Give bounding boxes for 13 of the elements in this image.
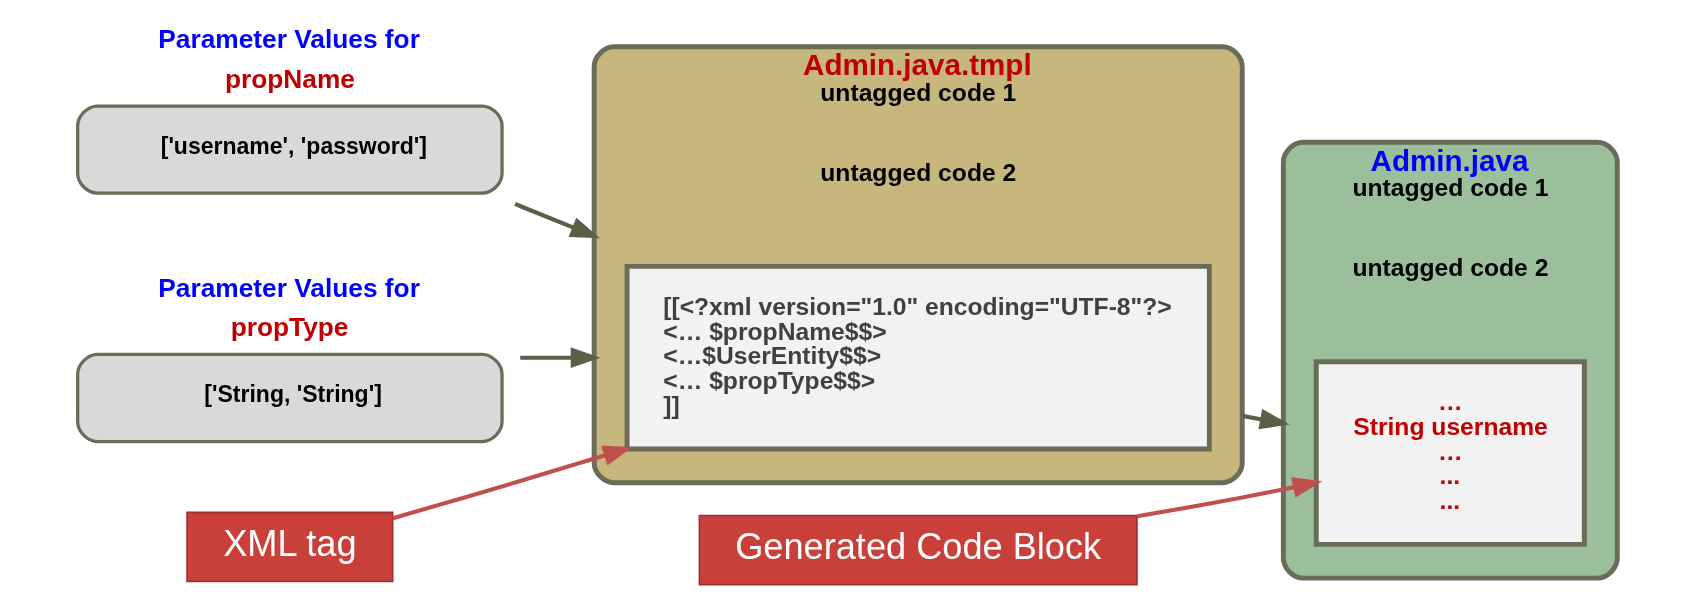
- arrow: [1241, 408, 1290, 430]
- arrow: [392, 445, 633, 521]
- arrow: [514, 202, 600, 239]
- arrow: [520, 347, 601, 369]
- node-label: Parameter Values for: [158, 272, 420, 303]
- node-label: Parameter Values for: [158, 24, 420, 55]
- arrow: [1136, 477, 1323, 519]
- node-label: propType: [230, 311, 349, 342]
- node-box: [[<?xml version="1.0" encoding="UTF-8"?> <… $propName$$> <…$UserEntity$$> <… $propType$$> ]]: [624, 263, 1212, 452]
- node-label: propName: [224, 63, 355, 94]
- node-box: … String username … ... ...: [1313, 359, 1587, 547]
- node-box: XML tag: [186, 511, 394, 583]
- node-box: Generated Code Block: [698, 514, 1138, 586]
